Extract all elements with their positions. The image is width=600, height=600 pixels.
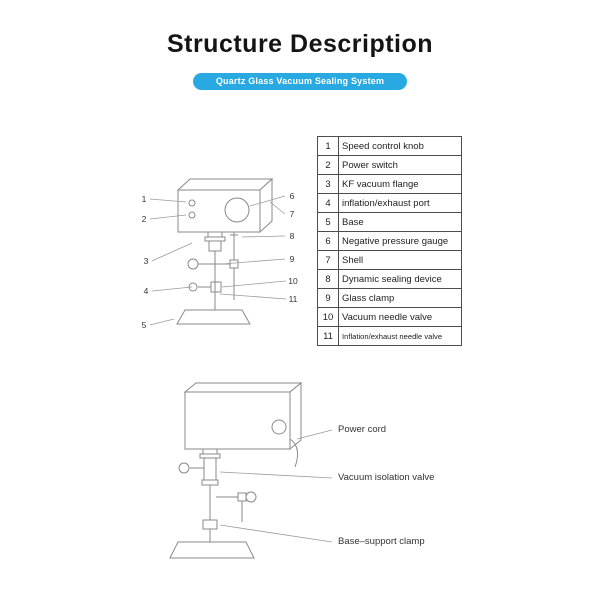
callout-number: 2 — [142, 214, 147, 224]
callout-number: 11 — [289, 294, 298, 304]
table-row: 9 Glass clamp — [317, 288, 462, 308]
callout-number: 7 — [290, 209, 295, 219]
parts-table: 1 Speed control knob 2 Power switch 3 KF… — [317, 136, 462, 346]
table-row: 7 Shell — [317, 250, 462, 270]
part-number-cell: 8 — [317, 269, 339, 289]
part-label-cell: Power switch — [338, 155, 462, 175]
label-power-cord: Power cord — [338, 424, 387, 435]
product-banner: Quartz Glass Vacuum Sealing System — [193, 73, 407, 90]
table-row: 5 Base — [317, 212, 462, 232]
part-number-cell: 5 — [317, 212, 339, 232]
part-number-cell: 10 — [317, 307, 339, 327]
lower-diagram — [169, 382, 333, 559]
callout-number: 4 — [144, 286, 149, 296]
table-row: 6 Negative pressure gauge — [317, 231, 462, 251]
callout-number: 3 — [144, 256, 149, 266]
part-number-cell: 6 — [317, 231, 339, 251]
part-label-cell: Shell — [338, 250, 462, 270]
callout-number: 9 — [290, 254, 295, 264]
table-row: 2 Power switch — [317, 155, 462, 175]
part-number-cell: 2 — [317, 155, 339, 175]
part-number-cell: 3 — [317, 174, 339, 194]
table-row: 11 Inflation/exhaust needle valve — [317, 326, 462, 346]
part-number-cell: 9 — [317, 288, 339, 308]
upper-leader-lines — [149, 195, 287, 326]
part-number-cell: 7 — [317, 250, 339, 270]
part-label-cell: KF vacuum flange — [338, 174, 462, 194]
part-label-cell: Speed control knob — [338, 136, 462, 156]
label-base-support-clamp: Base–support clamp — [338, 536, 425, 547]
upper-diagram: 1 2 3 4 5 6 7 8 9 10 11 — [142, 177, 298, 330]
part-number-cell: 1 — [317, 136, 339, 156]
label-vacuum-isolation-valve: Vacuum isolation valve — [338, 472, 435, 483]
callout-number: 10 — [288, 276, 298, 286]
table-row: 8 Dynamic sealing device — [317, 269, 462, 289]
table-row: 3 KF vacuum flange — [317, 174, 462, 194]
part-label-cell: Negative pressure gauge — [338, 231, 462, 251]
callout-number: 1 — [142, 194, 147, 204]
table-row: 1 Speed control knob — [317, 136, 462, 156]
lower-device-drawing — [169, 382, 303, 559]
upper-device-drawing — [176, 177, 274, 325]
callout-number: 5 — [142, 320, 147, 330]
part-number-cell: 11 — [317, 326, 339, 346]
part-label-cell: inflation/exhaust port — [338, 193, 462, 213]
callout-number: 6 — [290, 191, 295, 201]
part-label-cell: Vacuum needle valve — [338, 307, 462, 327]
part-label-cell: Inflation/exhaust needle valve — [338, 326, 462, 346]
part-label-cell: Dynamic sealing device — [338, 269, 462, 289]
table-row: 10 Vacuum needle valve — [317, 307, 462, 327]
callout-number: 8 — [290, 231, 295, 241]
table-row: 4 inflation/exhaust port — [317, 193, 462, 213]
page-title: Structure Description — [166, 30, 434, 58]
lower-leader-lines — [219, 429, 333, 543]
part-number-cell: 4 — [317, 193, 339, 213]
part-label-cell: Glass clamp — [338, 288, 462, 308]
part-label-cell: Base — [338, 212, 462, 232]
